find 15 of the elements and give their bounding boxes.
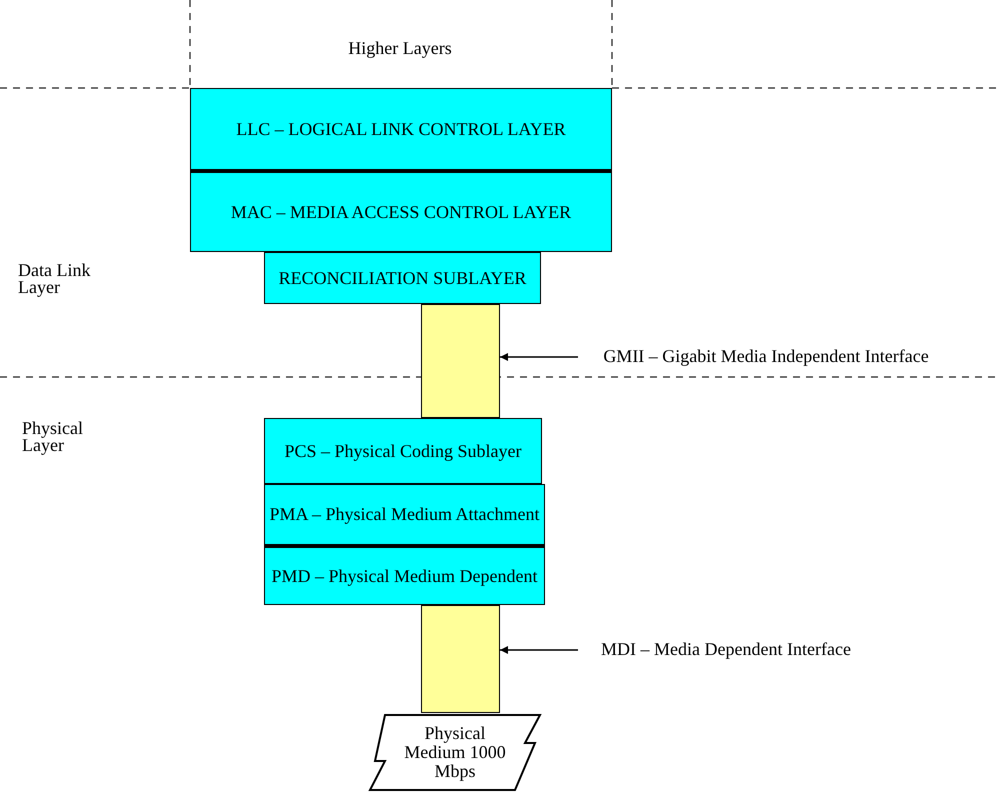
higher-layers-label: Higher Layers — [347, 40, 453, 57]
layer-box: RECONCILIATION SUBLAYER — [264, 252, 541, 304]
arrow — [500, 353, 578, 361]
layer-label: Data Link Layer — [18, 262, 92, 296]
layer-box: MAC – MEDIA ACCESS CONTROL LAYER — [190, 170, 612, 252]
layer-box: PMD – Physical Medium Dependent — [264, 545, 545, 605]
layer-box: PMA – Physical Medium Attachment — [264, 484, 545, 545]
interface-label: GMII – Gigabit Media Independent Interface — [540, 340, 950, 410]
layer-label: Physical Layer — [22, 420, 84, 454]
layer-box: LLC – LOGICAL LINK CONTROL LAYER — [190, 88, 612, 170]
interface-bar — [421, 605, 500, 713]
layer-box: PCS – Physical Coding Sublayer — [264, 418, 542, 484]
arrow — [500, 646, 578, 654]
interface-label: MDI – Media Dependent Interface — [540, 633, 870, 667]
interface-bar — [421, 304, 500, 418]
